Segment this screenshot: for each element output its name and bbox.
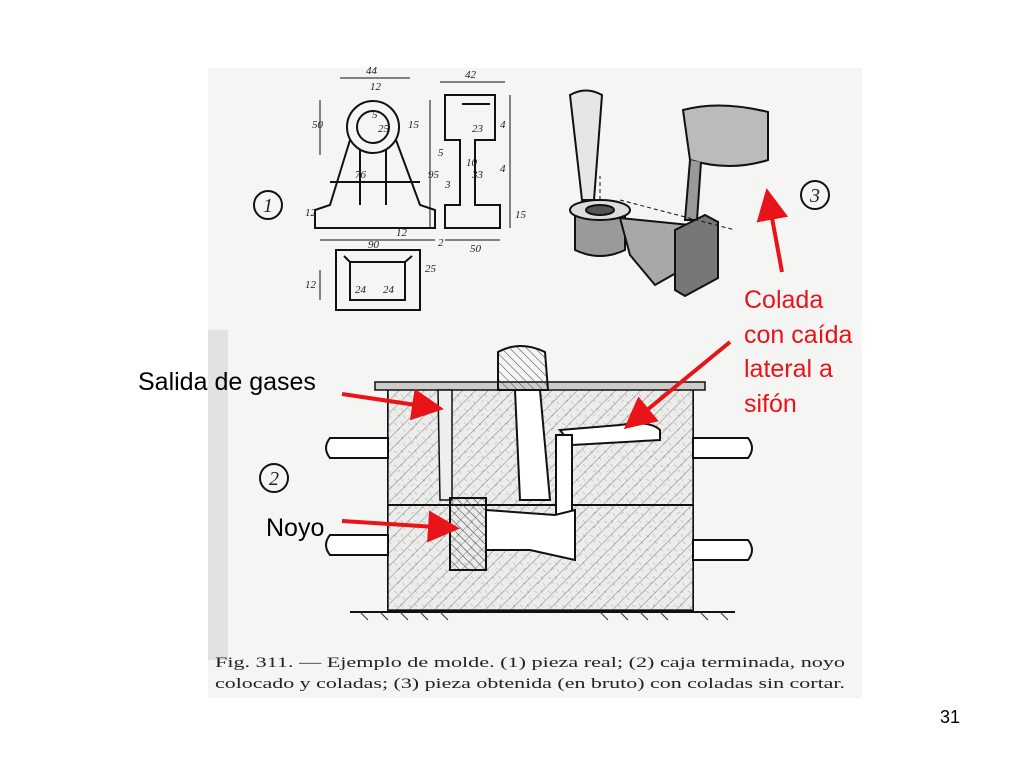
sprue-label-line: Colada [744,286,824,314]
dim: 44 [366,65,378,77]
sprue-label-line: sifón [744,389,797,418]
dim: 4 [500,163,506,175]
dim: 24 [355,284,367,296]
sprue-label: Colada con caída lateral a sifón [744,283,884,421]
dim: 4 [500,119,506,131]
arrow-gas-outlet [341,388,444,421]
dim: 12 [370,81,382,93]
dim: 12 [396,227,408,239]
dim: 50 [312,119,324,131]
gas-outlet-label: Salida de gases [138,368,316,396]
dim: 25 [425,263,437,275]
marker-3: 3 [809,185,820,207]
dim: 33 [471,169,484,181]
figure-caption: Fig. 311. — Ejemplo de molde. (1) pieza … [215,655,845,692]
dim: 15 [515,209,527,221]
dim: 10 [466,157,478,169]
mould-box-2 [325,345,753,621]
marker-2: 2 [269,468,279,490]
dimension-labels: 44 12 42 5 25 15 50 23 4 5 95 76 10 33 4… [305,65,527,296]
core-label: Noyo [266,514,325,542]
scan-shadow [208,330,228,660]
marker-1: 1 [263,195,273,217]
dim: 23 [472,123,484,135]
dim: 12 [305,279,317,291]
arrow-core [341,510,460,543]
arrow-sprue-section [623,340,732,430]
sprue-label-line: lateral a [744,355,833,383]
dim: 15 [408,119,420,131]
dim: 3 [444,179,451,191]
caption-line-2: colocado y coladas; (3) pieza obtenida (… [215,676,845,692]
dim: 5 [372,109,378,121]
figure-markers: 1 2 3 [253,180,830,493]
caption-line-1: Fig. 311. — Ejemplo de molde. (1) pieza … [215,655,845,671]
slide-number: 31 [940,707,961,727]
dim: 42 [465,69,477,81]
casting-drawing-3 [568,89,769,298]
dim: 12 [305,207,317,219]
dim: 90 [368,239,380,251]
dim: 25 [378,123,390,135]
annotation-arrows [341,188,789,543]
part-drawing-1 [314,77,511,311]
arrow-sprue-top [756,188,789,273]
dim: 95 [428,169,440,181]
dim: 76 [355,169,367,181]
dim: 50 [470,243,482,255]
dim: 24 [383,284,395,296]
dim: 5 [438,147,444,159]
sprue-label-line: con caída [744,320,853,349]
dim: 2 [438,237,444,249]
